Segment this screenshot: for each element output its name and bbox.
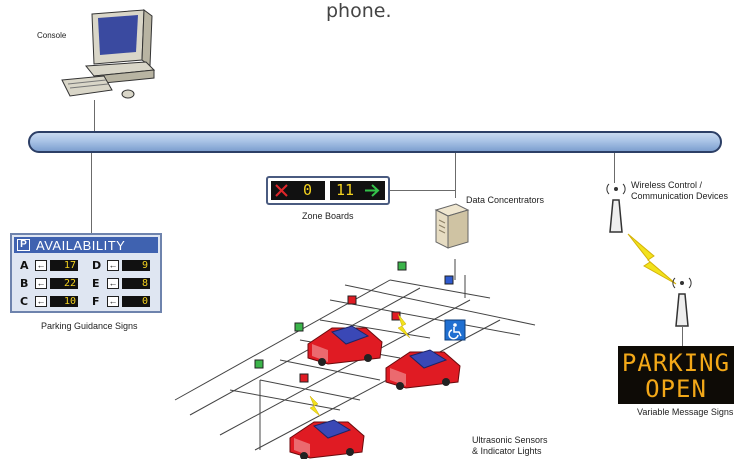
parking-guidance-sign: P AVAILABILITY A ← 17 D ← 9 B ← 22 E ← 8…	[10, 233, 162, 313]
indicator-light-red	[347, 295, 357, 305]
row-letter: E	[92, 277, 100, 290]
row-value: 22	[50, 278, 78, 289]
indicator-light-red	[391, 311, 401, 321]
left-arrow-icon: ←	[107, 278, 119, 289]
car-icon	[385, 349, 461, 390]
computer-icon	[61, 9, 156, 99]
car-icon	[289, 419, 365, 459]
concentrator-link	[455, 153, 456, 198]
console-link	[94, 100, 95, 131]
zone-left-value: 0	[303, 181, 313, 199]
zone-right-value: 11	[336, 181, 355, 199]
console-label: Console	[37, 31, 67, 40]
server-icon	[434, 203, 470, 249]
zone-cell-right: 11	[330, 181, 385, 200]
guidance-link	[91, 153, 92, 233]
wheelchair-icon	[444, 319, 466, 341]
zone-cell-left: 0	[271, 181, 325, 200]
indicator-light-green	[294, 322, 304, 332]
vms-line1: PARKING	[621, 349, 731, 377]
lightning-icon	[397, 313, 411, 339]
row-letter: C	[20, 295, 29, 308]
left-arrow-icon: ←	[35, 260, 47, 271]
indicator-light-red	[299, 373, 309, 383]
guidance-title: AVAILABILITY	[36, 238, 126, 253]
sensors-caption: Ultrasonic Sensors & Indicator Lights	[472, 435, 548, 457]
guidance-caption: Parking Guidance Signs	[41, 321, 138, 331]
parking-p-icon: P	[17, 239, 30, 251]
row-value: 0	[122, 296, 150, 307]
vms-line2: OPEN	[645, 375, 707, 403]
vms-caption: Variable Message Signs	[637, 407, 734, 417]
x-mark-icon	[275, 184, 288, 197]
concentrator-caption: Data Concentrators	[466, 195, 545, 205]
zone-board: 0 11	[266, 176, 390, 205]
right-arrow-icon	[365, 184, 380, 197]
zone-caption: Zone Boards	[302, 211, 354, 221]
indicator-light-green	[254, 359, 264, 369]
indicator-light-blue	[444, 275, 454, 285]
guidance-header: P AVAILABILITY	[14, 237, 158, 253]
vms-link	[682, 326, 683, 346]
stall-lines	[174, 279, 536, 451]
row-letter: D	[92, 259, 102, 272]
variable-message-sign: PARKING OPEN	[618, 346, 734, 404]
lightning-icon	[627, 233, 677, 285]
lightning-icon	[309, 395, 321, 417]
network-backbone	[28, 131, 722, 153]
row-value: 9	[122, 260, 150, 271]
sensors-caption-line2: & Indicator Lights	[472, 446, 542, 456]
parking-lot-scene	[174, 259, 536, 459]
row-letter: A	[20, 259, 29, 272]
antenna-icon	[672, 277, 692, 327]
row-value: 8	[122, 278, 150, 289]
wireless-caption-line2: Communication Devices	[631, 191, 729, 201]
wireless-link	[614, 153, 615, 183]
left-arrow-icon: ←	[35, 278, 47, 289]
row-letter: B	[20, 277, 29, 290]
row-letter: F	[92, 295, 100, 308]
wireless-caption: Wireless Control / Communication Devices	[631, 180, 728, 202]
row-value: 17	[50, 260, 78, 271]
wireless-caption-line1: Wireless Control /	[631, 180, 703, 190]
left-arrow-icon: ←	[107, 260, 119, 271]
row-value: 10	[50, 296, 78, 307]
car-icon	[307, 325, 383, 366]
indicator-light-green	[397, 261, 407, 271]
left-arrow-icon: ←	[107, 296, 119, 307]
sensors-caption-line1: Ultrasonic Sensors	[472, 435, 548, 445]
header-partial-text: phone.	[326, 0, 392, 22]
left-arrow-icon: ←	[35, 296, 47, 307]
zone-link	[390, 190, 455, 191]
antenna-icon	[606, 183, 626, 233]
